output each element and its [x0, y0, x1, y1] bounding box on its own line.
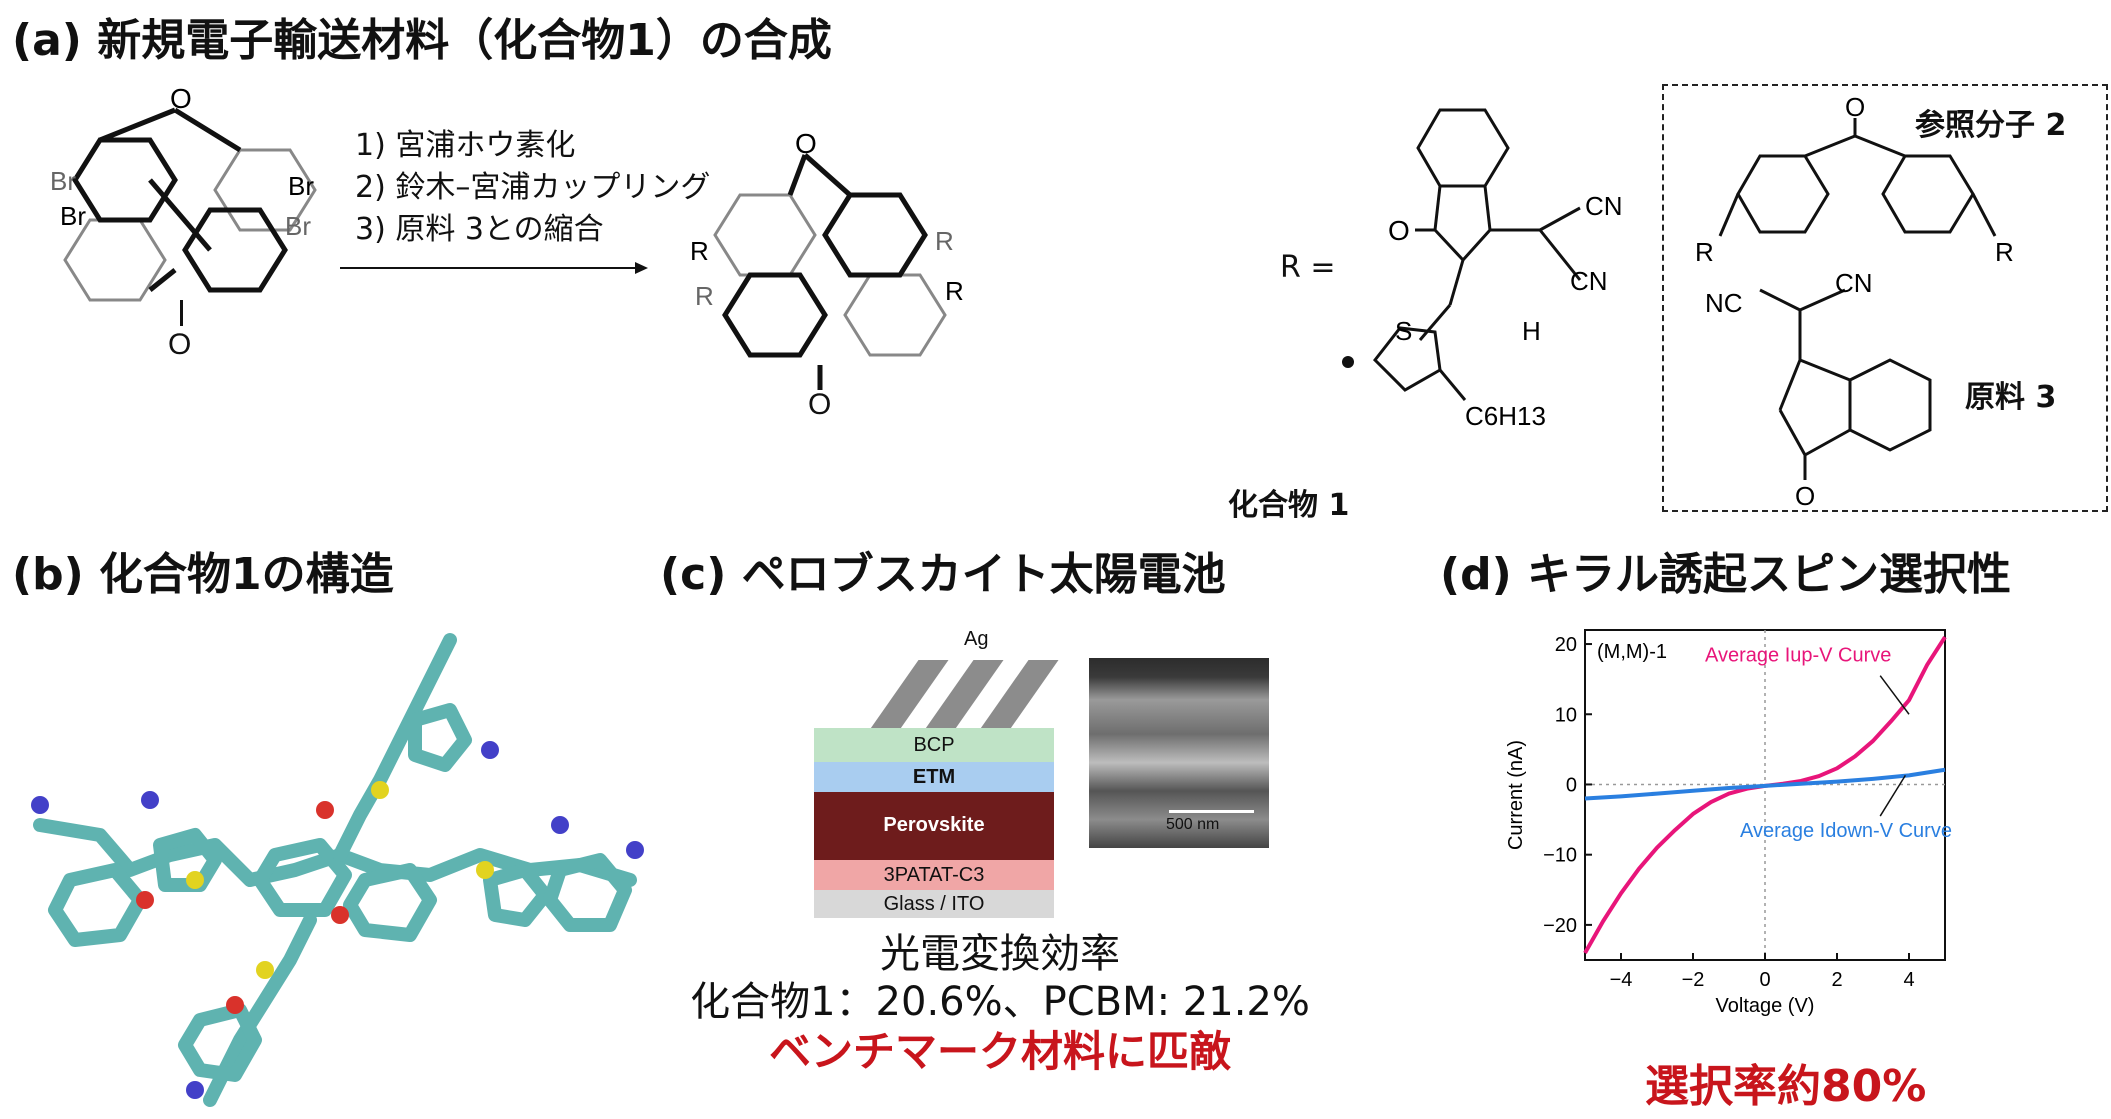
y-tick-label: −20	[1543, 915, 1577, 937]
iup-leader-line	[1879, 675, 1910, 715]
atom-o-top: O	[170, 83, 192, 114]
mat3-atom-o: O	[1795, 481, 1815, 510]
mat3-atom-nc: NC	[1705, 288, 1743, 318]
panel-c-caption: 光電変換効率 化合物1：20.6%、PCBM: 21.2% ベンチマーク材料に匹…	[660, 930, 1340, 1078]
product-r-4: R	[945, 276, 964, 306]
idown-curve	[1584, 767, 1946, 801]
r-atom-cn-2: CN	[1570, 266, 1608, 296]
selectivity-caption: 選択率約80%	[1645, 1061, 1927, 1112]
atom-br-4: Br	[285, 211, 311, 241]
efficiency-heading: 光電変換効率	[880, 931, 1120, 977]
panel-b-title: (b) 化合物1の構造	[12, 549, 394, 600]
r-atom-h: H	[1522, 316, 1541, 346]
x-tick-label: 2	[1831, 969, 1842, 991]
scale-bar-line	[1169, 810, 1254, 813]
y-tick-label: 20	[1555, 634, 1577, 656]
product-r-2: R	[695, 281, 714, 311]
layer-3patat: 3PATAT-C3	[814, 860, 1054, 890]
layer-perovskite: Perovskite	[814, 792, 1054, 860]
r-atom-c6h13: C6H13	[1465, 401, 1546, 431]
x-tick-label: −2	[1682, 969, 1705, 991]
layer-etm: ETM	[814, 762, 1054, 792]
material-3-label: 原料 3	[1965, 380, 2057, 415]
idown-leader-line	[1879, 774, 1907, 817]
product-r-3: R	[935, 226, 954, 256]
layer-glass-ito: Glass / ITO	[814, 890, 1054, 918]
reactant-structure: O Br Br Br Br	[50, 83, 317, 302]
step-1: 1) 宮浦ホウ素化	[355, 128, 576, 163]
reference-box	[1662, 84, 2108, 512]
step-3: 3) 原料 3との縮合	[355, 212, 604, 247]
scale-bar-label: 500 nm	[1166, 816, 1220, 833]
product-r-1: R	[690, 236, 709, 266]
mat3-atom-cn: CN	[1835, 270, 1873, 298]
atom-o-bottom: O	[168, 328, 192, 361]
device-schematic: Ag BCP ETM Perovskite 3PATAT-C3 Glass / …	[814, 628, 1274, 918]
r-atom-o: O	[1388, 215, 1410, 246]
layer-label-ag: Ag	[964, 628, 989, 650]
idown-curve-label: Average Idown-V Curve	[1740, 820, 1952, 842]
r-atom-cn-1: CN	[1585, 191, 1623, 221]
atom-br-3: Br	[288, 171, 314, 201]
carbonyl-bond	[180, 300, 183, 326]
ref2-atom-r-2: R	[1995, 237, 2014, 266]
iup-curve-label: Average Iup-V Curve	[1705, 645, 1891, 667]
compound-1-3d-structure	[31, 633, 644, 1107]
y-tick-label: 10	[1555, 704, 1577, 726]
chart-annotation: (M,M)-1	[1597, 641, 1667, 663]
x-tick-label: 0	[1759, 969, 1770, 991]
y-axis-label: Current (nA)	[1505, 740, 1527, 850]
benchmark-note: ベンチマーク材料に匹敵	[768, 1027, 1231, 1076]
product-structure: O R R R R	[690, 128, 964, 390]
x-axis-label: Voltage (V)	[1716, 995, 1815, 1017]
y-tick-label: 0	[1566, 774, 1577, 796]
product-o-bottom: O	[808, 388, 832, 421]
material-3-structure: NC CN O	[1705, 270, 1932, 510]
r-atom-s: S	[1395, 316, 1412, 346]
atom-br-2: Br	[60, 201, 86, 231]
x-tick-label: 4	[1903, 969, 1914, 991]
atom-br-1: Br	[50, 166, 76, 196]
product-o-top: O	[795, 128, 817, 159]
r-substituent-structure: O CN CN S H C6H13	[1342, 108, 1623, 431]
ref2-atom-r-1: R	[1695, 237, 1714, 266]
panel-d-title: (d) キラル誘起スピン選択性	[1440, 549, 2012, 600]
r-equals: R =	[1280, 250, 1336, 285]
y-tick-label: −10	[1543, 845, 1577, 867]
step-2: 2) 鈴木–宮浦カップリング	[355, 170, 711, 205]
reaction-arrow	[340, 262, 648, 274]
panel-a-title: (a) 新規電子輸送材料（化合物1）の合成	[12, 15, 832, 66]
compound-1-label: 化合物 1	[1228, 488, 1350, 523]
x-tick-label: −4	[1610, 969, 1633, 991]
ref-molecule-2-label: 参照分子 2	[1915, 108, 2067, 143]
cross-section-sem-image	[1089, 658, 1269, 848]
ref-molecule-2-structure: O R R	[1695, 96, 2014, 266]
layer-bcp: BCP	[814, 728, 1054, 762]
panel-c-title: (c) ペロブスカイト太陽電池	[660, 549, 1226, 600]
ref2-atom-o: O	[1845, 96, 1865, 122]
efficiency-values: 化合物1：20.6%、PCBM: 21.2%	[690, 979, 1310, 1025]
